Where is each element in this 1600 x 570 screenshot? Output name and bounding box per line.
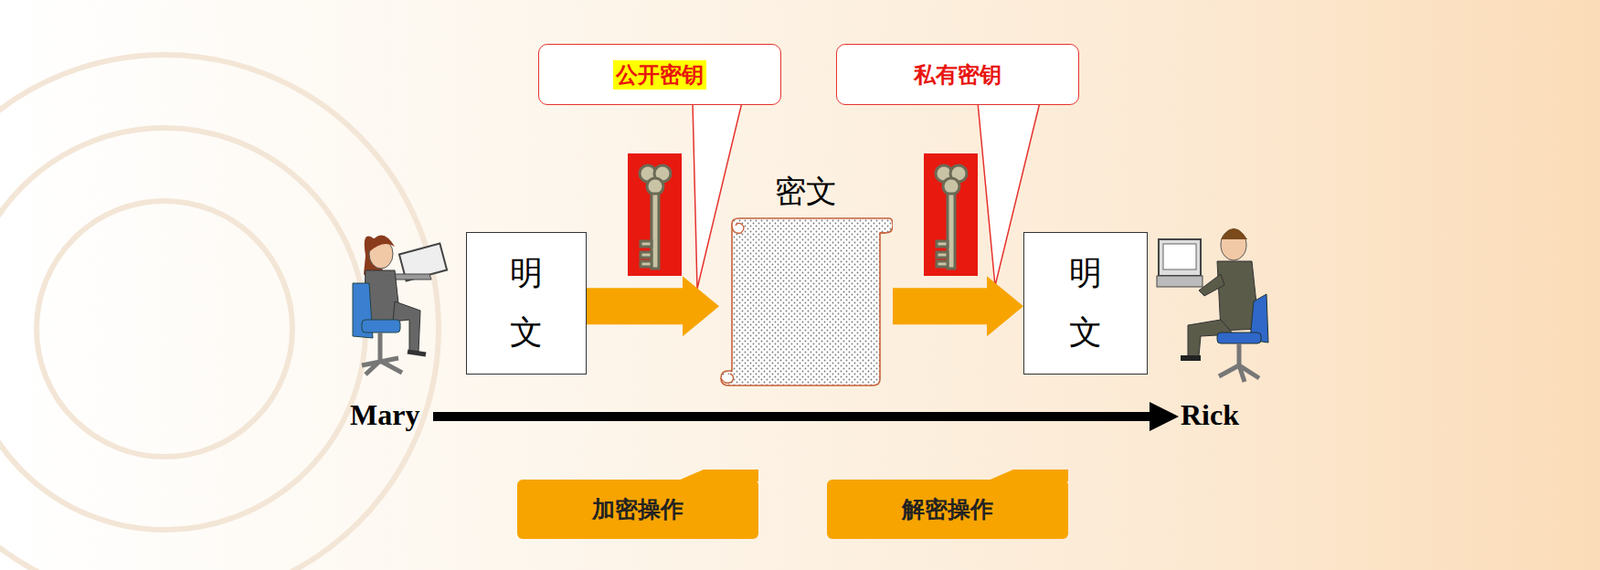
person-name: Mary bbox=[349, 398, 420, 433]
person-name: Rick bbox=[1180, 398, 1240, 433]
timeline-arrow bbox=[433, 402, 1179, 432]
flow-arrow bbox=[586, 275, 720, 337]
document-box: 明文 bbox=[1023, 232, 1148, 375]
operation-button: 加密操作 bbox=[517, 479, 759, 540]
node-text: 公开密钥 bbox=[613, 60, 707, 90]
mary-figure bbox=[352, 235, 447, 376]
callout-box: 公开密钥 bbox=[538, 43, 782, 106]
document-box: 明文 bbox=[466, 232, 587, 375]
operation-button: 解密操作 bbox=[826, 479, 1069, 540]
key-icon bbox=[627, 153, 682, 276]
callout-box: 私有密钥 bbox=[836, 43, 1080, 106]
scroll-outline bbox=[719, 216, 893, 388]
rick-figure bbox=[1156, 228, 1269, 382]
flow-arrow bbox=[892, 275, 1024, 337]
node-text: 明文 bbox=[509, 243, 543, 363]
scroll-shape: 密文 bbox=[719, 216, 893, 388]
node-text: 密文 bbox=[719, 170, 893, 213]
node-text: 明文 bbox=[1069, 243, 1102, 363]
node-text: 私有密钥 bbox=[911, 60, 1005, 90]
node-text: 解密操作 bbox=[901, 494, 994, 525]
key-icon bbox=[923, 153, 978, 276]
node-text: 加密操作 bbox=[592, 494, 684, 525]
